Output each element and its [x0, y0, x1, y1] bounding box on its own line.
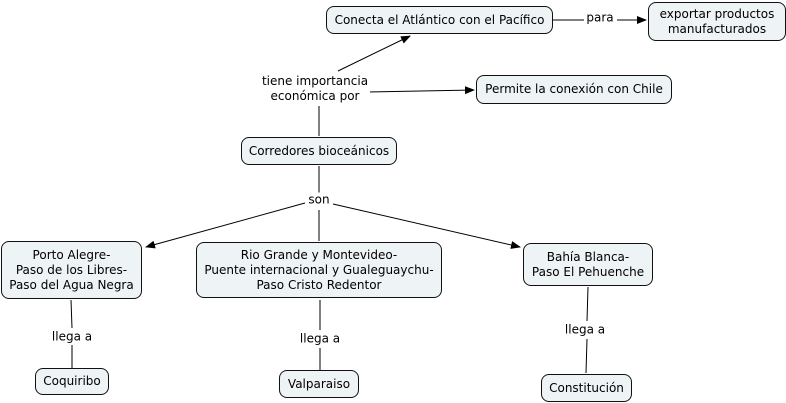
linking-phrase-llega-a-2: llega a — [297, 331, 343, 347]
linking-phrase-para: para — [584, 10, 616, 26]
concept-conexion-chile[interactable]: Permite la conexión con Chile — [476, 75, 672, 104]
link-bahia-llega — [586, 286, 589, 322]
linking-phrase-importancia: tiene importancia económica por — [259, 74, 371, 104]
concept-rio-grande[interactable]: Rio Grande y Montevideo- Puente internac… — [196, 242, 442, 298]
link-llega-constitucion — [585, 338, 588, 374]
linking-phrase-llega-a-3: llega a — [562, 322, 608, 338]
concept-root-corredores[interactable]: Corredores bioceánicos — [241, 137, 397, 165]
concept-atlantic-pacific[interactable]: Conecta el Atlántico con el Pacífico — [326, 6, 553, 34]
concept-porto-alegre[interactable]: Porto Alegre- Paso de los Libres- Paso d… — [1, 241, 142, 299]
link-importance-atlantic — [337, 35, 411, 72]
concept-bahia-blanca[interactable]: Bahía Blanca- Paso El Pehuenche — [523, 243, 653, 286]
concept-constitucion[interactable]: Constitución — [541, 374, 632, 402]
concept-exportar[interactable]: exportar productos manufacturados — [648, 2, 786, 41]
concept-coquiribo[interactable]: Coquiribo — [35, 368, 109, 395]
link-son-porto — [145, 202, 306, 249]
link-porto-llega — [70, 299, 73, 329]
link-importance-chile — [366, 86, 475, 95]
linking-phrase-son: son — [306, 192, 332, 208]
concept-valparaiso[interactable]: Valparaiso — [279, 370, 359, 398]
link-son-bahia — [332, 203, 521, 249]
linking-phrase-llega-a-1: llega a — [49, 329, 95, 345]
